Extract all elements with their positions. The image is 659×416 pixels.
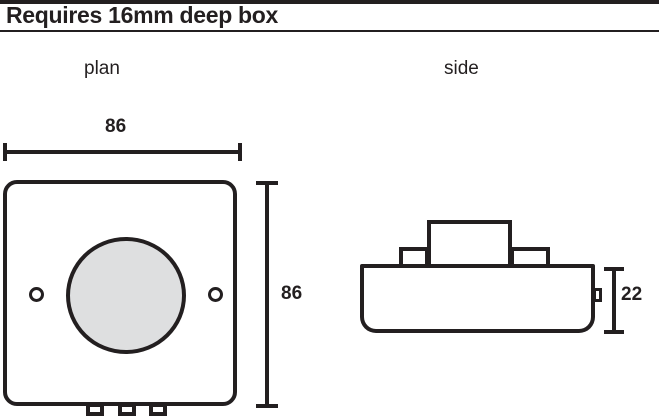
side-body-outline [360, 264, 595, 333]
side-center-knob-block [427, 220, 512, 268]
side-left-block [399, 247, 429, 268]
header-divider-rule [0, 30, 659, 32]
plan-bottom-tab [86, 403, 104, 416]
plan-height-dimension-line [265, 182, 269, 407]
plan-screw-hole-right [208, 287, 223, 302]
side-depth-dimension-line [612, 268, 616, 333]
plan-height-dimension-tick-bottom [256, 404, 278, 408]
plan-width-dimension-tick-left [3, 143, 7, 161]
side-depth-dimension-label: 22 [621, 284, 643, 305]
side-right-block [510, 247, 550, 268]
plan-width-dimension-line [4, 150, 241, 154]
plan-bottom-tab [149, 403, 167, 416]
side-view-caption: side [444, 58, 479, 79]
plan-screw-hole-left [29, 287, 44, 302]
side-edge-tab [593, 288, 602, 302]
top-border-rule [0, 0, 659, 4]
side-depth-dimension-tick-bottom [604, 330, 624, 334]
plan-bottom-tab [118, 403, 136, 416]
plan-width-dimension-label: 86 [105, 116, 127, 137]
plan-view-caption: plan [84, 58, 120, 79]
plan-knob-circle [66, 237, 186, 354]
plan-height-dimension-label: 86 [281, 283, 303, 304]
page-title: Requires 16mm deep box [6, 2, 279, 28]
plan-width-dimension-tick-right [238, 143, 242, 161]
